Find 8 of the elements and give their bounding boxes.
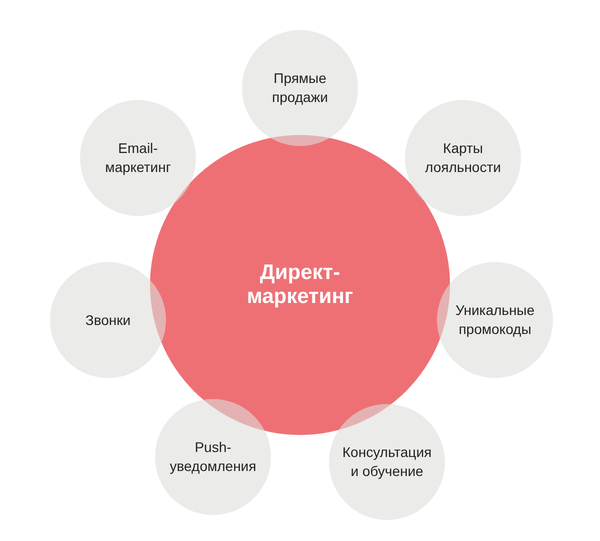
- circle-label: Уникальные промокоды: [454, 301, 536, 339]
- circle-label: Email-маркетинг: [104, 139, 172, 177]
- circle-label: Push-уведомления: [169, 438, 257, 476]
- circle-label: Карты лояльности: [424, 139, 502, 177]
- circle-label: Звонки: [85, 310, 131, 330]
- circle-label: Директ-маркетинг: [246, 261, 354, 309]
- circle-label: Прямые продажи: [271, 69, 329, 107]
- circle-label: Консультация и обучение: [342, 443, 432, 481]
